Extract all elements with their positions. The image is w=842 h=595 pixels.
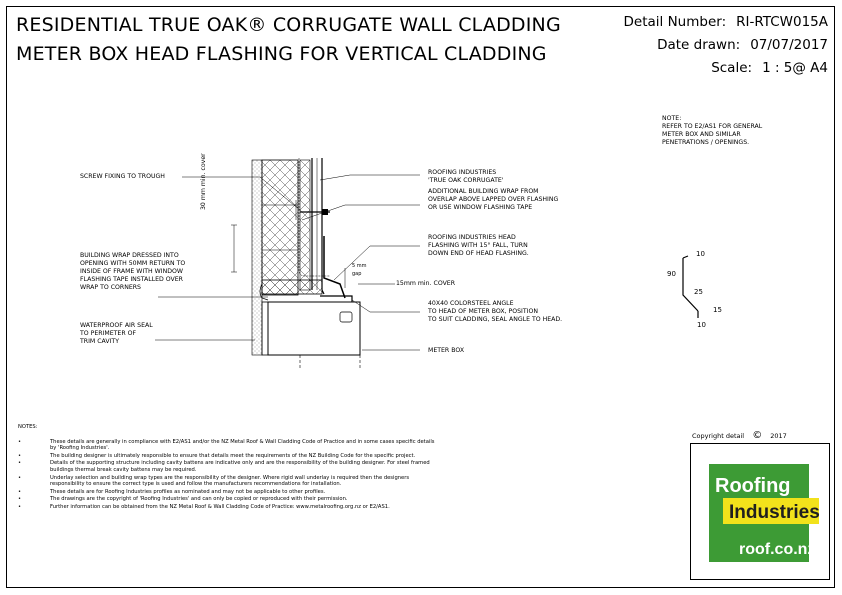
drawing-title-line1: RESIDENTIAL TRUE OAK® CORRUGATE WALL CLA… (16, 14, 561, 36)
date-drawn-row: Date drawn: 07/07/2017 (657, 37, 828, 53)
drawing-sheet-border (6, 6, 835, 588)
note-item: These details are generally in complianc… (18, 439, 438, 452)
label-colorsteel-angle: 40x40 COLORSTEEL ANGLE TO HEAD OF METER … (428, 300, 562, 324)
drawing-title-line2: METER BOX HEAD FLASHING FOR VERTICAL CLA… (16, 43, 547, 65)
note-item: The drawings are the copyright of 'Roofi… (18, 496, 438, 503)
copyright-line: Copyright detail © 2017 (692, 430, 787, 441)
dim-10-top: 10 (696, 250, 705, 258)
date-drawn-label: Date drawn: (657, 37, 741, 53)
side-note-line: PENETRATIONS / OPENINGS. (662, 139, 750, 146)
label-meter-box: METER BOX (428, 347, 465, 354)
label-gap: gap (352, 271, 362, 277)
side-note-heading: NOTE: (662, 115, 682, 122)
detail-number-value: RI-RTCW015A (736, 14, 828, 30)
label-line: 'TRUE OAK CORRUGATE' (428, 177, 504, 184)
colorsteel-angle (320, 295, 353, 302)
label-screw-fixing: SCREW FIXING TO TROUGH (80, 173, 165, 180)
note-item: These details are for Roofing Industries… (18, 489, 438, 496)
label-line: WRAP TO CORNERS (80, 284, 141, 291)
label-5mm: 5 mm (352, 263, 367, 269)
logo-word-roofing: Roofing (715, 475, 791, 497)
label-line: FLASHING TAPE INSTALLED OVER (80, 276, 183, 283)
roofing-industries-logo: Roofing Industries roof.co.nz (709, 464, 820, 562)
note-item: The building designer is ultimately resp… (18, 453, 438, 460)
date-drawn-value: 07/07/2017 (750, 37, 828, 53)
label-building-wrap: BUILDING WRAP DRESSED INTO OPENING WITH … (80, 252, 185, 292)
label-15mm-cover: 15mm min. COVER (396, 280, 456, 287)
logo-yellow-band (723, 498, 819, 524)
copyright-symbol: © (752, 430, 763, 441)
label-line: OPENING WITH 50mm RETURN TO (80, 260, 186, 267)
label-head-flashing: ROOFING INDUSTRIES HEAD FLASHING WITH 15… (428, 234, 529, 258)
trimmer (261, 279, 323, 295)
general-notes: NOTES: These details are generally in co… (18, 424, 438, 512)
interior-lining (251, 159, 263, 356)
label-air-seal: WATERPROOF AIR SEAL TO PERIMETER OF TRIM… (80, 322, 153, 346)
label-line: ROOFING INDUSTRIES (428, 169, 497, 176)
label-line: TRIM CAVITY (80, 338, 119, 345)
scale-row: Scale: 1 : 5@ A4 (711, 60, 828, 76)
detail-number-label: Detail Number: (623, 14, 727, 30)
dim-90: 90 (667, 270, 676, 278)
side-note-line: METER BOX AND SIMILAR (662, 131, 741, 138)
label-line: ADDITIONAL BUILDING WRAP FROM (428, 188, 539, 195)
dim-10-bottom: 10 (697, 321, 706, 329)
note-item: Details of the supporting structure incl… (18, 460, 438, 473)
flashing-profile (682, 258, 699, 312)
label-line: INSIDE OF FRAME WITH WINDOW (80, 268, 183, 275)
logo-box: Roofing Industries roof.co.nz (690, 443, 830, 580)
label-line: TO PERIMETER OF (80, 330, 137, 337)
label-line: OR USE WINDOW FLASHING TAPE (428, 204, 533, 211)
notes-heading: NOTES: (18, 424, 38, 430)
label-5mm-gap: 5 mm gap (352, 262, 367, 278)
note-item: Further information can be obtained from… (18, 504, 438, 511)
dim-25: 25 (694, 288, 703, 296)
scale-value: 1 : 5@ A4 (762, 60, 828, 76)
label-line: 40x40 COLORSTEEL ANGLE (428, 300, 514, 307)
head-flashing (323, 236, 346, 299)
label-30mm: 30 mm min. (200, 172, 207, 211)
upper-wall-framing (261, 159, 299, 296)
label-line: TO HEAD OF METER BOX, POSITION (428, 308, 538, 315)
logo-url: roof.co.nz (739, 541, 815, 558)
label-line: FLASHING WITH 15° FALL, TURN (428, 242, 528, 249)
label-cladding: ROOFING INDUSTRIES 'TRUE OAK CORRUGATE' … (428, 169, 558, 212)
label-line: WATERPROOF AIR SEAL (80, 322, 153, 329)
copyright-label: Copyright detail (692, 432, 745, 440)
cavity-batten (299, 159, 311, 291)
side-note: NOTE: REFER TO E2/AS1 FOR GENERAL METER … (662, 115, 762, 147)
label-cover: cover (200, 153, 207, 171)
dim-15: 15 (713, 306, 722, 314)
scale-label: Scale: (711, 60, 753, 76)
side-note-line: REFER TO E2/AS1 FOR GENERAL (662, 123, 763, 130)
label-line: BUILDING WRAP DRESSED INTO (80, 252, 179, 259)
logo-word-industries: Industries (729, 502, 820, 523)
meter-box-body (267, 301, 361, 356)
note-item: Underlay selection and building wrap typ… (18, 475, 438, 488)
label-30mm-cover: 30 mm min. cover (200, 153, 208, 210)
label-line: ROOFING INDUSTRIES HEAD (428, 234, 516, 241)
detail-number-row: Detail Number: RI-RTCW015A (624, 14, 828, 30)
copyright-year: 2017 (770, 432, 787, 440)
label-line: DOWN END OF HEAD FLASHING. (428, 250, 529, 257)
label-line: TO SUIT CLADDING, SEAL ANGLE TO HEAD. (428, 316, 563, 323)
label-line: OVERLAP ABOVE LAPPED OVER FLASHING (428, 196, 559, 203)
